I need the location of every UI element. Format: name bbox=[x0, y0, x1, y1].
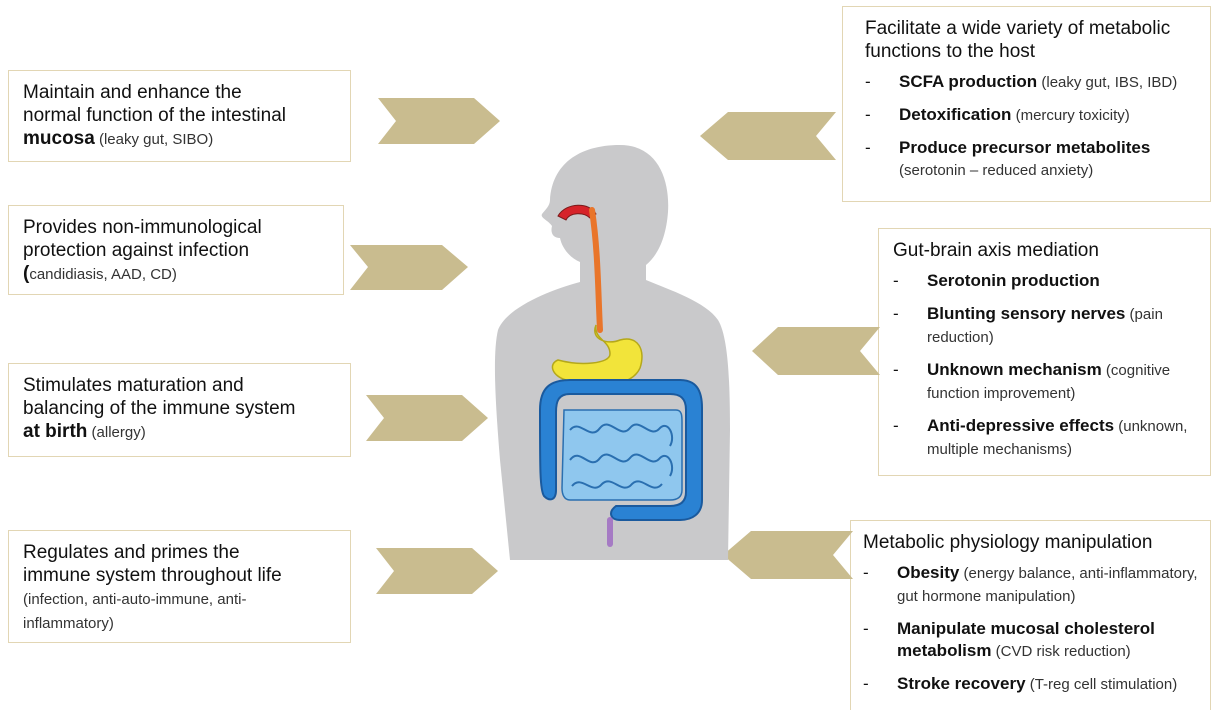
right-box-3: Metabolic physiology manipulation - Obesi… bbox=[850, 520, 1211, 710]
item-bold: SCFA production bbox=[899, 72, 1037, 91]
left-box-3-line-2: balancing of the immune system bbox=[23, 397, 338, 420]
left-box-3: Stimulates maturation and balancing of t… bbox=[8, 363, 351, 457]
item-bold: Obesity bbox=[897, 563, 959, 582]
chevron-arrow-right-icon bbox=[378, 98, 500, 144]
right-box-2-title: Gut-brain axis mediation bbox=[893, 239, 1198, 262]
left-box-3-note: (allergy) bbox=[87, 424, 145, 441]
bullet-dash: - bbox=[893, 359, 899, 381]
bullet-dash: - bbox=[893, 415, 899, 437]
bullet-dash: - bbox=[865, 137, 871, 159]
item-note: (leaky gut, IBS, IBD) bbox=[1037, 74, 1177, 91]
item-bold: Anti-depressive effects bbox=[927, 416, 1114, 435]
chevron-arrow-right-icon bbox=[350, 245, 468, 290]
list-item: -Obesity (energy balance, anti-inflammat… bbox=[863, 562, 1198, 608]
left-box-4: Regulates and primes the immune system t… bbox=[8, 530, 351, 643]
left-box-1-line-2: normal function of the intestinal bbox=[23, 104, 338, 127]
list-item: -Unknown mechanism (cognitive function i… bbox=[893, 359, 1198, 405]
item-bold: Stroke recovery bbox=[897, 674, 1026, 693]
item-note: (T-reg cell stimulation) bbox=[1026, 676, 1178, 693]
left-box-1-bold: mucosa bbox=[23, 128, 95, 149]
left-box-4-note: (infection, anti-auto-immune, anti-infla… bbox=[23, 591, 246, 632]
item-bold: Produce precursor metabolites bbox=[899, 138, 1150, 157]
list-item: - Detoxification (mercury toxicity) bbox=[865, 104, 1198, 127]
list-item: - Serotonin production bbox=[893, 270, 1198, 293]
item-bold: Blunting sensory nerves bbox=[927, 304, 1125, 323]
left-box-4-line-1: Regulates and primes the bbox=[23, 541, 338, 564]
chevron-arrow-left-icon bbox=[752, 327, 880, 375]
left-box-2: Provides non-immunological protection ag… bbox=[8, 205, 344, 295]
left-box-2-line-1: Provides non-immunological bbox=[23, 216, 331, 239]
right-box-1-title: Facilitate a wide variety of metabolic f… bbox=[865, 17, 1198, 63]
list-item: -Blunting sensory nerves (pain reduction… bbox=[893, 303, 1198, 349]
item-note: (serotonin – reduced anxiety) bbox=[899, 162, 1093, 179]
bullet-dash: - bbox=[863, 618, 869, 640]
left-box-2-line-2: protection against infection bbox=[23, 239, 331, 262]
left-box-3-line-1: Stimulates maturation and bbox=[23, 374, 338, 397]
bullet-dash: - bbox=[865, 104, 871, 126]
list-item: - Stroke recovery (T-reg cell stimulation… bbox=[863, 673, 1198, 696]
right-box-3-title: Metabolic physiology manipulation bbox=[863, 531, 1198, 554]
list-item: -Manipulate mucosal cholesterol metaboli… bbox=[863, 618, 1198, 663]
left-box-1: Maintain and enhance the normal function… bbox=[8, 70, 351, 162]
item-note: (CVD risk reduction) bbox=[991, 643, 1130, 660]
bullet-dash: - bbox=[893, 303, 899, 325]
list-item: - Produce precursor metabolites (serotonin… bbox=[865, 137, 1198, 182]
item-bold: Detoxification bbox=[899, 105, 1011, 124]
list-item: - SCFA production (leaky gut, IBS, IBD) bbox=[865, 71, 1198, 94]
item-bold: Serotonin production bbox=[927, 271, 1100, 290]
left-box-4-line-2: immune system throughout life bbox=[23, 564, 338, 587]
left-box-3-bold: at birth bbox=[23, 421, 87, 442]
bullet-dash: - bbox=[863, 673, 869, 695]
bullet-dash: - bbox=[865, 71, 871, 93]
item-bold: Unknown mechanism bbox=[927, 360, 1102, 379]
bullet-dash: - bbox=[863, 562, 869, 584]
bullet-dash: - bbox=[893, 270, 899, 292]
chevron-arrow-left-icon bbox=[723, 531, 853, 579]
item-note: (mercury toxicity) bbox=[1011, 107, 1129, 124]
right-box-1: Facilitate a wide variety of metabolic f… bbox=[842, 6, 1211, 202]
right-box-2: Gut-brain axis mediation - Serotonin prod… bbox=[878, 228, 1211, 476]
left-box-1-note: (leaky gut, SIBO) bbox=[95, 131, 213, 148]
human-digestive-system-figure bbox=[470, 140, 730, 560]
left-box-2-note: candidiasis, AAD, CD) bbox=[29, 266, 177, 283]
list-item: -Anti-depressive effects (unknown, multi… bbox=[893, 415, 1198, 461]
left-box-1-line-1: Maintain and enhance the bbox=[23, 81, 338, 104]
